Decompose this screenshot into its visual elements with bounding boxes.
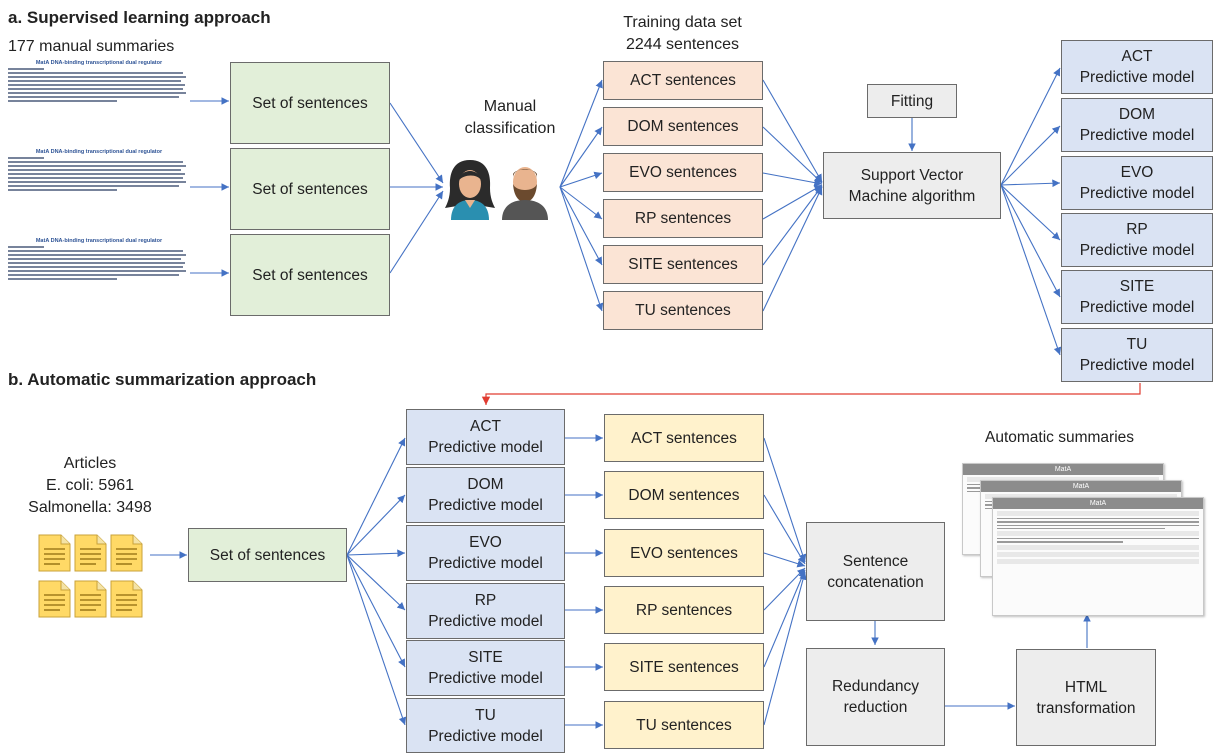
summary-page: MatA (992, 497, 1204, 616)
output-class-dom: DOM sentences (604, 471, 764, 519)
model-name: EVO (1120, 164, 1154, 181)
manual-summary-document: MatA DNA-binding transcriptional dual re… (8, 149, 190, 221)
training-class-site: SITE sentences (603, 245, 763, 284)
automatic-summaries-title: Automatic summaries (985, 429, 1135, 446)
woman-avatar-icon (445, 160, 495, 220)
summary-page-title: MatA (981, 481, 1181, 492)
model-box-evo: EVO Predictive model (1061, 156, 1213, 210)
model-name: SITE (1119, 278, 1155, 295)
model-b-evo: EVO Predictive model (406, 525, 565, 581)
model-b-tu: TU Predictive model (406, 698, 565, 753)
output-class-site: SITE sentences (604, 643, 764, 691)
document-title: MatA DNA-binding transcriptional dual re… (35, 149, 163, 155)
model-name: ACT (470, 418, 501, 435)
articles-label: Articles E. coli: 5961 Salmonella: 3498 (28, 455, 152, 516)
model-name: DOM (467, 476, 504, 493)
model-name: RP (474, 592, 497, 609)
fitting-box: Fitting (867, 84, 957, 118)
man-avatar-icon (502, 167, 548, 220)
model-name: TU (475, 706, 496, 724)
training-class-evo: EVO sentences (603, 153, 763, 192)
training-class-act: ACT sentences (603, 61, 763, 100)
document-icon (38, 534, 71, 572)
model-b-dom: DOM Predictive model (406, 467, 565, 523)
manual-summary-document: MatA DNA-binding transcriptional dual re… (8, 60, 190, 130)
model-suffix: Predictive model (428, 439, 543, 456)
model-suffix: Predictive model (1079, 357, 1195, 374)
manual-summaries-label: 177 manual summaries (8, 38, 175, 55)
model-b-site: SITE Predictive model (406, 640, 565, 696)
training-data-title: Training data set 2244 sentences (623, 14, 742, 53)
training-class-tu: TU sentences (603, 291, 763, 330)
document-title: MatA DNA-binding transcriptional dual re… (35, 60, 163, 66)
document-icon (74, 534, 107, 572)
section-b-heading: b. Automatic summarization approach (8, 370, 317, 389)
summary-page-title: MatA (963, 464, 1163, 475)
html-transformation-box: HTML transformation (1016, 649, 1156, 746)
model-box-rp: RP Predictive model (1061, 213, 1213, 267)
model-suffix: Predictive model (428, 670, 543, 687)
document-icon (74, 580, 107, 618)
output-class-evo: EVO sentences (604, 529, 764, 577)
document-icon (110, 580, 143, 618)
output-class-tu: TU sentences (604, 701, 764, 749)
summary-page-title: MatA (993, 498, 1203, 509)
article-sentence-set-box: Set of sentences (188, 528, 347, 582)
model-suffix: Predictive model (1079, 185, 1195, 202)
output-class-act: ACT sentences (604, 414, 764, 462)
training-class-rp: RP sentences (603, 199, 763, 238)
model-box-tu: TU Predictive model (1061, 328, 1213, 382)
document-title: MatA DNA-binding transcriptional dual re… (35, 238, 163, 244)
model-suffix: Predictive model (1079, 242, 1195, 259)
model-b-rp: RP Predictive model (406, 583, 565, 639)
model-name: SITE (468, 649, 503, 666)
model-suffix: Predictive model (1079, 127, 1195, 144)
model-suffix: Predictive model (428, 497, 543, 514)
sentence-concatenation-box: Sentence concatenation (806, 522, 945, 621)
model-suffix: Predictive model (1079, 299, 1195, 316)
sentence-set-box: Set of sentences (230, 62, 390, 144)
redundancy-reduction-box: Redundancy reduction (806, 648, 945, 746)
document-icon (38, 580, 71, 618)
model-suffix: Predictive model (428, 613, 543, 630)
section-a-heading: a. Supervised learning approach (8, 8, 271, 27)
output-class-rp: RP sentences (604, 586, 764, 634)
model-box-act: ACT Predictive model (1061, 40, 1213, 94)
sentence-set-box: Set of sentences (230, 234, 390, 316)
model-box-dom: DOM Predictive model (1061, 98, 1213, 152)
model-name: DOM (1118, 106, 1156, 123)
model-name: TU (1126, 336, 1148, 353)
model-name: RP (1126, 221, 1148, 238)
manual-summary-document: MatA DNA-binding transcriptional dual re… (8, 238, 190, 310)
model-suffix: Predictive model (1079, 69, 1195, 86)
manual-classification-label: Manual classification (464, 98, 556, 137)
training-class-dom: DOM sentences (603, 107, 763, 146)
sentence-set-box: Set of sentences (230, 148, 390, 230)
svm-algorithm-box: Support Vector Machine algorithm (823, 152, 1001, 219)
document-icon (110, 534, 143, 572)
model-name: EVO (469, 534, 502, 551)
model-suffix: Predictive model (428, 727, 543, 745)
model-suffix: Predictive model (428, 555, 543, 572)
model-name: ACT (1121, 48, 1153, 65)
model-box-site: SITE Predictive model (1061, 270, 1213, 324)
model-b-act: ACT Predictive model (406, 409, 565, 465)
